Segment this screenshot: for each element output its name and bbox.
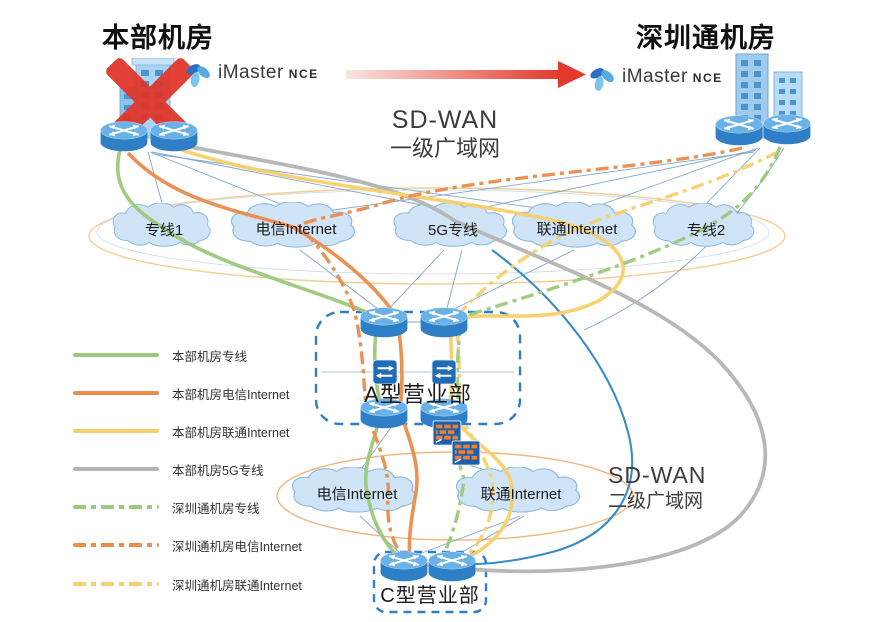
tier1-wan-label: SD-WAN 一级广域网 [389,106,500,161]
hq-site-title: 本部机房 [102,23,214,53]
firewall-icon [451,440,481,466]
legend-item: 本部机房专线 [73,347,248,364]
cloud-label-unicom: 联通Internet [536,221,618,238]
router-icon [427,550,477,583]
legend-item: 深圳通机房电信Internet [73,537,302,554]
hq-5g-line [185,144,768,574]
router-icon [762,113,812,146]
szt-site-title: 深圳通机房 [636,23,776,53]
legend-line-sample [73,581,159,587]
router-icon [99,120,149,153]
cloud-label-branch-unicom: 联通Internet [480,486,562,503]
legend-item: 深圳通机房联通Internet [73,576,302,593]
site-c-box [372,550,488,614]
tier1-wan-ellipse-inner [96,189,770,275]
hq-unicom-line [181,148,626,564]
legend-line-sample [73,504,159,510]
legend-line-sample [73,466,159,472]
cloud-label-dedicated1: 专线1 [144,222,184,239]
nms-suffix: NCE [692,71,723,85]
legend-item: 本部机房联通Internet [73,423,290,440]
szt-telecom-line [297,146,743,560]
legend-label: 深圳通机房电信Internet [172,539,302,554]
router-icon [379,550,429,583]
imaster-nce-icon [588,66,616,92]
site-c-label: C型营业部 [380,585,480,607]
legend-label: 深圳通机房专线 [172,501,260,516]
legend-label: 本部机房联通Internet [172,425,290,440]
legend-line-sample [73,390,159,396]
legend-label: 深圳通机房联通Internet [172,578,302,593]
legend-line-sample [73,542,159,548]
cloud-label-dedicated2: 专线2 [686,222,726,239]
5g-branch-link [461,249,634,566]
router-icon [149,120,199,153]
nms-brand: iMaster [218,62,284,83]
imaster-nce-label-right: iMaster NCE [622,66,723,88]
legend-line-sample [73,428,159,434]
nms-suffix: NCE [288,67,319,81]
legend-line-sample [73,352,159,358]
legend-label: 本部机房5G专线 [172,463,264,478]
legend-label: 本部机房专线 [172,349,248,364]
router-icon [359,306,409,339]
router-icon [419,306,469,339]
nms-brand: iMaster [622,66,688,87]
tier1-wan-ellipse [88,187,786,285]
cloud-label-telecom: 电信Internet [255,221,337,238]
legend-label: 本部机房电信Internet [172,387,290,402]
cloud-label-5g: 5G专线 [427,222,478,239]
legend-item: 本部机房电信Internet [73,385,290,402]
router-icon [714,114,764,147]
cloud-label-branch-telecom: 电信Internet [316,486,398,503]
migration-arrow [346,61,586,88]
site-a-box [314,310,522,426]
imaster-nce-label-left: iMaster NCE [218,62,319,84]
legend-item: 深圳通机房专线 [73,499,260,516]
site-a-label: A型营业部 [364,382,472,407]
legend-item: 本部机房5G专线 [73,461,264,478]
tier2-wan-label: SD-WAN 二级广域网 [608,462,707,512]
